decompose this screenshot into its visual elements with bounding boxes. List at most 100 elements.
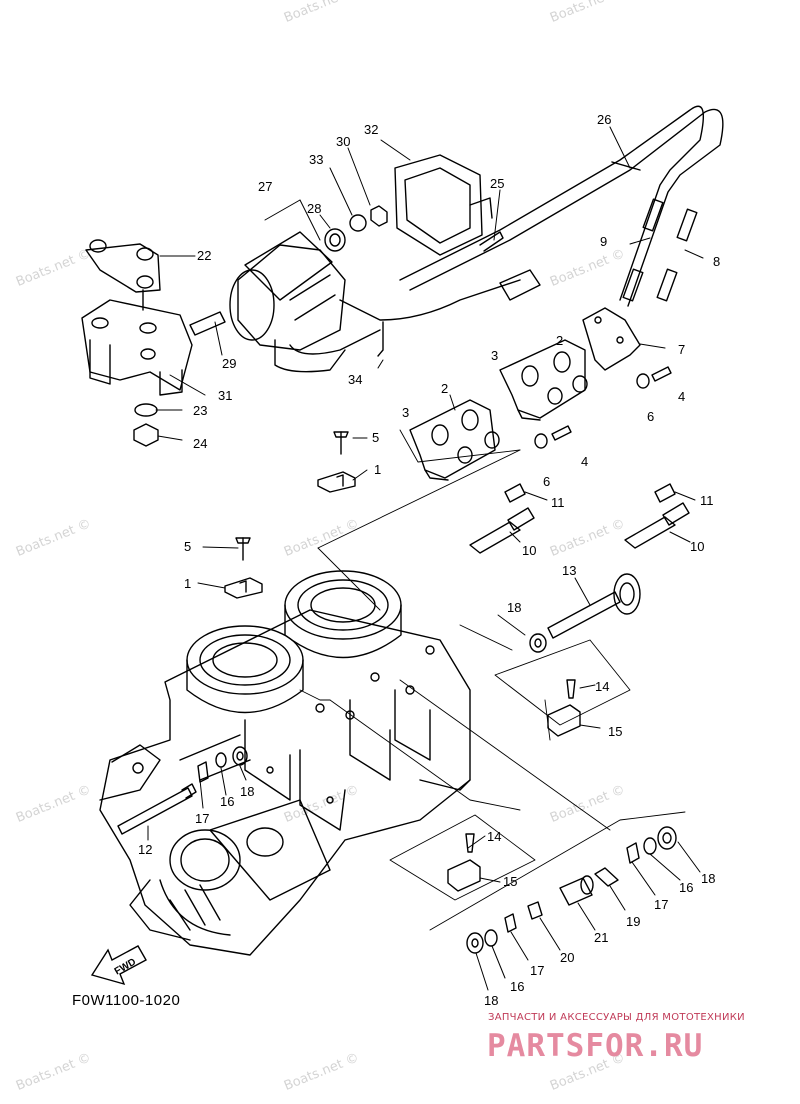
part-30-nut (370, 205, 388, 227)
callout-21: 21 (594, 930, 608, 945)
part-5-bolt (651, 366, 672, 382)
callout-34: 34 (348, 372, 362, 387)
callout-16: 16 (220, 794, 234, 809)
part-18-washer (657, 826, 677, 850)
part-33-washer (349, 214, 367, 232)
callout-7: 7 (678, 342, 685, 357)
callout-25: 25 (490, 176, 504, 191)
part-14-bolt (465, 833, 475, 853)
part-21-sleeve (559, 877, 593, 906)
callout-20: 20 (560, 950, 574, 965)
part-20-clip (527, 901, 543, 920)
callout-10: 10 (690, 539, 704, 554)
part-7-bracket (582, 307, 641, 371)
part-28-bushing (324, 228, 346, 252)
cylinder-block (99, 570, 471, 956)
callout-26: 26 (597, 112, 611, 127)
part-5-bolt (551, 425, 572, 441)
callout-5: 4 (581, 454, 588, 469)
part-17-clip (504, 913, 517, 933)
callout-30: 30 (336, 134, 350, 149)
part-19-clip (594, 867, 619, 887)
callout-3: 2 (556, 333, 563, 348)
callout-4: 3 (402, 405, 409, 420)
callout-1: 1 (184, 576, 191, 591)
part-17-clip (197, 761, 209, 783)
part-3-4-housing-b (499, 339, 588, 421)
part-29-pin (189, 311, 226, 336)
callout-13: 13 (562, 563, 576, 578)
part-17-clip (626, 842, 640, 864)
part-25-clamp (479, 231, 504, 252)
callout-12: 12 (138, 842, 152, 857)
callout-10: 10 (522, 543, 536, 558)
callout-2: 5 (184, 539, 191, 554)
callout-17: 17 (654, 897, 668, 912)
callout-18: 18 (701, 871, 715, 886)
callout-31: 31 (218, 388, 232, 403)
callout-15: 15 (503, 874, 517, 889)
callout-6: 6 (543, 474, 550, 489)
part-34-tie (377, 321, 384, 357)
part-32-bracket (394, 154, 493, 256)
callout-5: 4 (678, 389, 685, 404)
callout-9: 9 (600, 234, 607, 249)
part-15-holder (547, 704, 581, 737)
callout-14: 14 (487, 829, 501, 844)
part-13-valve (547, 573, 641, 639)
callout-19: 19 (626, 914, 640, 929)
callout-2: 5 (372, 430, 379, 445)
callout-3: 2 (441, 381, 448, 396)
part-11-bolt (504, 483, 526, 503)
callout-4: 3 (491, 348, 498, 363)
callout-16: 16 (510, 979, 524, 994)
part-6-washer (534, 433, 548, 449)
part-18-washer (529, 633, 547, 653)
part-1-2-left (224, 537, 263, 599)
callout-23: 23 (193, 403, 207, 418)
part-3-4-housing-a (409, 399, 500, 481)
callout-6: 6 (647, 409, 654, 424)
callout-17: 17 (195, 811, 209, 826)
callout-1: 1 (374, 462, 381, 477)
callout-29: 29 (222, 356, 236, 371)
part-16-washer (215, 752, 227, 768)
part-18-washer (466, 932, 484, 954)
callout-27: 27 (258, 179, 272, 194)
callout-18: 18 (484, 993, 498, 1008)
part-11-bolt (654, 483, 676, 503)
diagram-code: F0W1100-1020 (72, 992, 181, 1009)
callout-22: 22 (197, 248, 211, 263)
callout-33: 33 (309, 152, 323, 167)
callout-11: 11 (551, 495, 565, 510)
part-16-washer (643, 837, 657, 855)
callout-32: 32 (364, 122, 378, 137)
part-6-washer (636, 373, 650, 389)
part-15-holder (447, 859, 481, 892)
callout-15: 15 (608, 724, 622, 739)
site-logo[interactable]: PARTSFOR.RU (487, 1028, 704, 1064)
part-16-washer (484, 929, 498, 947)
callout-18: 18 (240, 784, 254, 799)
callout-16: 16 (679, 880, 693, 895)
part-23-washer (134, 403, 158, 417)
callout-17: 17 (530, 963, 544, 978)
part-24-nut (133, 423, 159, 447)
part-1-2-upper (317, 431, 356, 493)
part-18-washer (232, 746, 248, 766)
part-22-31-bracket (81, 239, 193, 447)
callout-18: 18 (507, 600, 521, 615)
callout-11: 11 (700, 493, 714, 508)
part-8-9-cables (399, 105, 724, 307)
callout-8: 8 (713, 254, 720, 269)
callout-28: 28 (307, 201, 321, 216)
part-14-bolt (566, 679, 576, 699)
site-tagline: ЗАПЧАСТИ И АКСЕССУАРЫ ДЛЯ МОТОТЕХНИКИ (488, 1012, 745, 1023)
fwd-arrow: FWD (90, 945, 147, 986)
part-12-stud (117, 783, 197, 835)
part-26-clamp (611, 161, 641, 171)
part-10-injector (624, 516, 676, 549)
part-27-actuator (229, 231, 346, 373)
